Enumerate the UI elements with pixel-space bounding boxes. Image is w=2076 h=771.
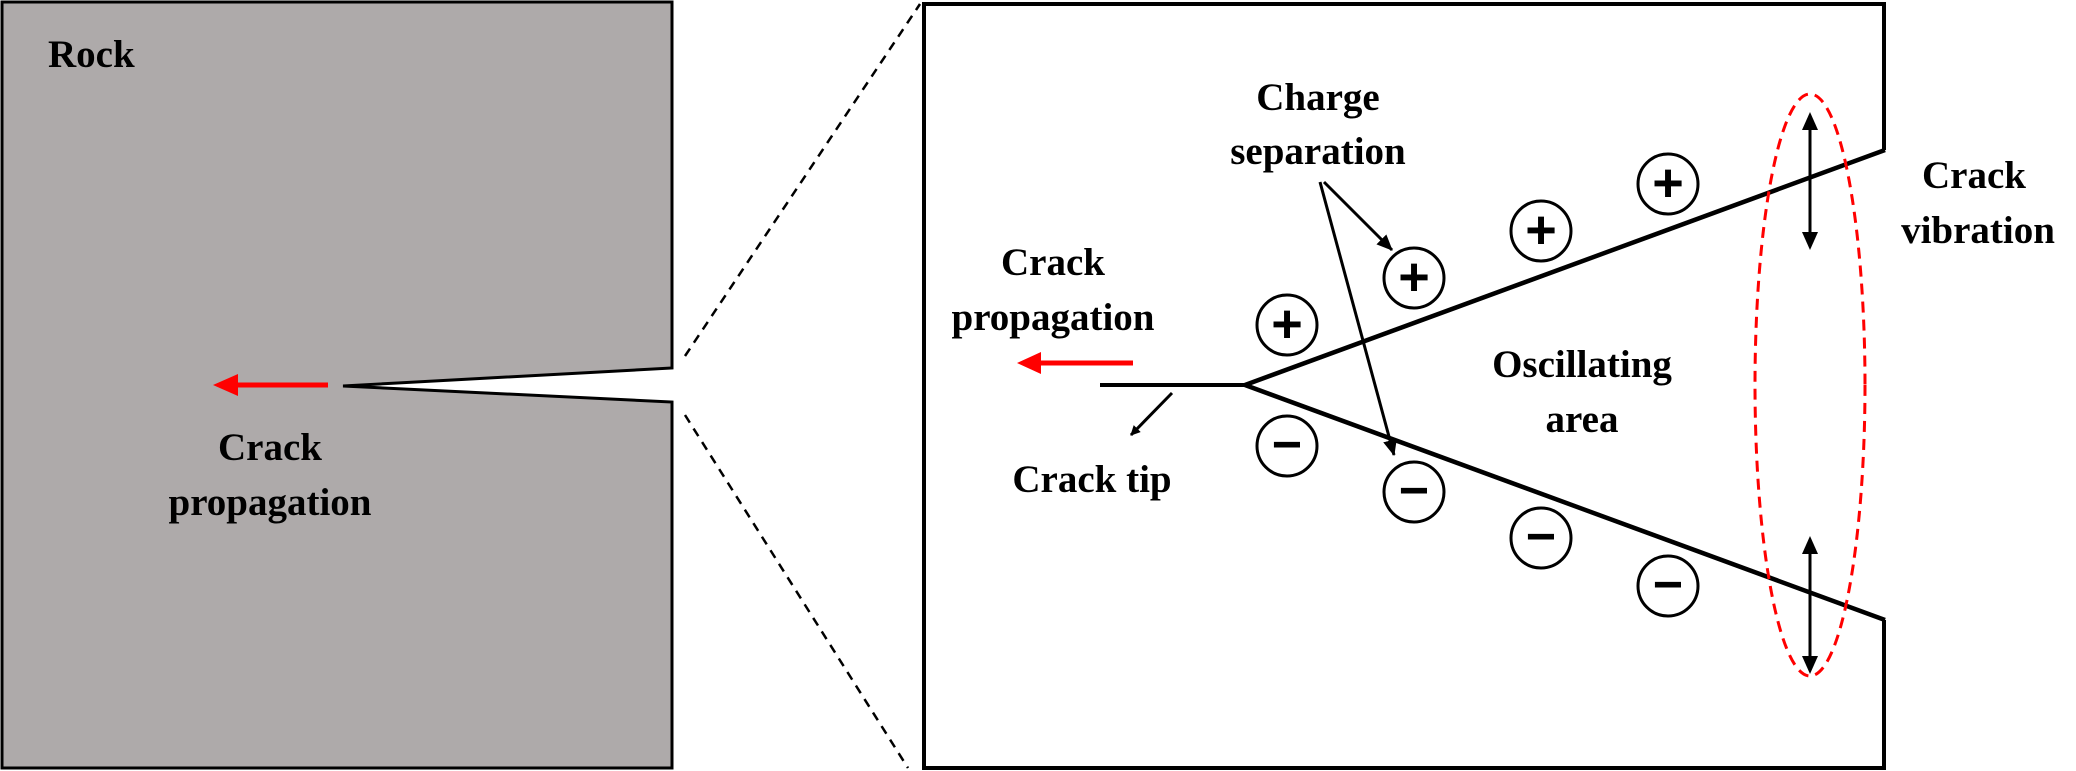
zoom-propagation-label-line1: Crack bbox=[1001, 241, 1105, 284]
charge-separation-label-line1: Charge bbox=[1256, 76, 1379, 119]
zoom-propagation-label-line2: propagation bbox=[952, 296, 1155, 339]
zoom-panel: + + + + − − bbox=[922, 2, 2055, 770]
negative-charge-symbol: − bbox=[1399, 462, 1429, 520]
zoom-frame bbox=[922, 2, 1886, 770]
zoom-line-bottom bbox=[683, 414, 910, 769]
positive-charge-symbol: + bbox=[1398, 247, 1430, 307]
crack-lower-face bbox=[1244, 382, 1886, 623]
negative-charge: − bbox=[1255, 414, 1319, 478]
negative-charges: − − − − bbox=[1255, 414, 1700, 618]
vibration-region-ellipse bbox=[1753, 92, 1867, 678]
crack-vibration-label-line2: vibration bbox=[1901, 209, 2055, 252]
rock-propagation-label-line2: propagation bbox=[169, 481, 372, 524]
positive-charge: + bbox=[1636, 152, 1700, 216]
crack-tip-pointer bbox=[1129, 391, 1174, 437]
positive-charge-symbol: + bbox=[1652, 153, 1684, 213]
charge-separation-arrow-positive bbox=[1322, 180, 1394, 252]
charge-separation-arrow-negative bbox=[1318, 181, 1397, 456]
negative-charge-symbol: − bbox=[1272, 416, 1302, 474]
positive-charges: + + + + bbox=[1255, 152, 1700, 357]
negative-charge-symbol: − bbox=[1526, 508, 1556, 566]
positive-charge: + bbox=[1255, 293, 1319, 357]
positive-charge: + bbox=[1382, 246, 1446, 310]
zoom-propagation-arrow bbox=[1017, 352, 1133, 374]
rock-propagation-arrow bbox=[213, 374, 328, 396]
negative-charge: − bbox=[1382, 460, 1446, 524]
rock-propagation-label-line1: Crack bbox=[218, 426, 322, 469]
rock-body bbox=[0, 0, 674, 770]
charge-separation-label-line2: separation bbox=[1230, 130, 1406, 173]
vibration-arrow-lower bbox=[1802, 536, 1818, 674]
negative-charge: − bbox=[1509, 506, 1573, 570]
positive-charge: + bbox=[1509, 199, 1573, 263]
oscillating-area-label-line1: Oscillating bbox=[1492, 343, 1672, 386]
crack-vibration-label-line1: Crack bbox=[1922, 154, 2026, 197]
vibration-arrow-upper bbox=[1802, 112, 1818, 250]
negative-charge-symbol: − bbox=[1653, 556, 1683, 614]
rock-title: Rock bbox=[48, 33, 135, 76]
crack-tip-label: Crack tip bbox=[1012, 458, 1171, 501]
negative-charge: − bbox=[1636, 554, 1700, 618]
oscillating-area-label-line2: area bbox=[1546, 398, 1619, 441]
zoom-line-top bbox=[683, 3, 922, 357]
positive-charge-symbol: + bbox=[1271, 294, 1303, 354]
positive-charge-symbol: + bbox=[1525, 200, 1557, 260]
crack-upper-face bbox=[1244, 147, 1886, 388]
rock-panel: Rock Crack propagation bbox=[0, 0, 674, 770]
